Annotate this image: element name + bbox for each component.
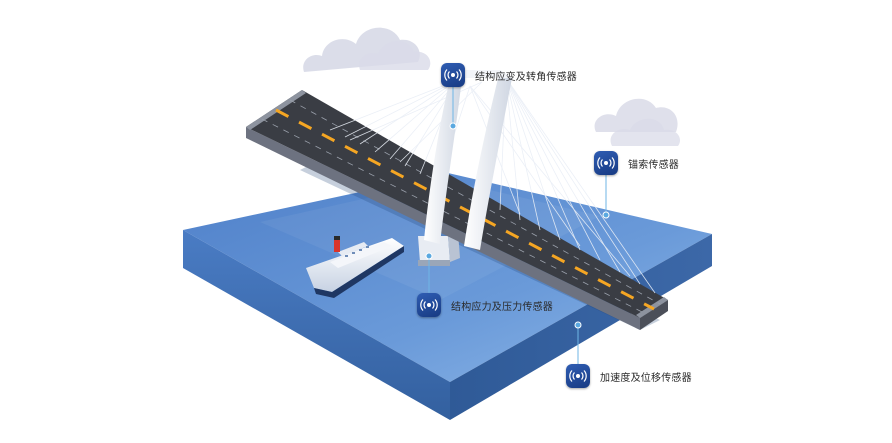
sensor-signal-icon [594,151,618,175]
callout-label: 加速度及位移传感器 [600,372,692,384]
bridge-deck [246,90,668,330]
cloud-left [303,27,431,72]
cloud-right [594,98,681,146]
sensor-signal-icon [441,63,465,87]
callout-leaders [428,85,607,368]
callout-label: 结构应变及转角传感器 [475,71,577,83]
callout-strain-sensor: 结构应变及转角传感器 [441,63,577,87]
sensor-signal-icon [417,293,441,317]
callout-accel-sensor: 加速度及位移传感器 [566,364,692,388]
callout-cable-sensor: 锚索传感器 [594,151,679,175]
callout-label: 锚索传感器 [628,159,679,171]
sensor-signal-icon [566,364,590,388]
callout-anchor-dots [425,122,610,329]
callout-label: 结构应力及压力传感器 [451,301,553,313]
callout-stress-sensor: 结构应力及压力传感器 [417,293,553,317]
ship [306,236,404,298]
